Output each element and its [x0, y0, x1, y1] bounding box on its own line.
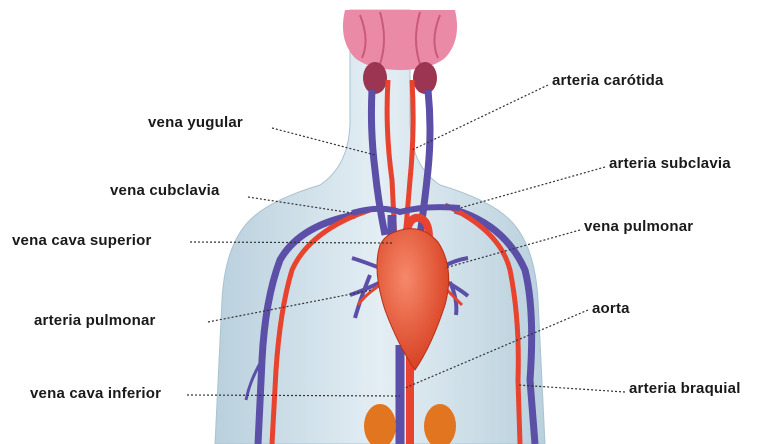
label-aorta: aorta	[592, 300, 630, 317]
label-vena-pulmonar: vena pulmonar	[584, 218, 693, 235]
label-arteria-braquial: arteria braquial	[629, 380, 741, 397]
label-arteria-carotida: arteria carótida	[552, 72, 664, 89]
label-vena-cava-inferior: vena cava inferior	[30, 385, 161, 402]
label-vena-cava-superior: vena cava superior	[12, 232, 152, 249]
label-arteria-pulmonar: arteria pulmonar	[34, 312, 156, 329]
label-vena-cubclavia: vena cubclavia	[110, 182, 220, 199]
label-arteria-subclavia: arteria subclavia	[609, 155, 731, 172]
leader-arteria-subclavia	[460, 167, 605, 208]
label-vena-yugular: vena yugular	[148, 114, 243, 131]
